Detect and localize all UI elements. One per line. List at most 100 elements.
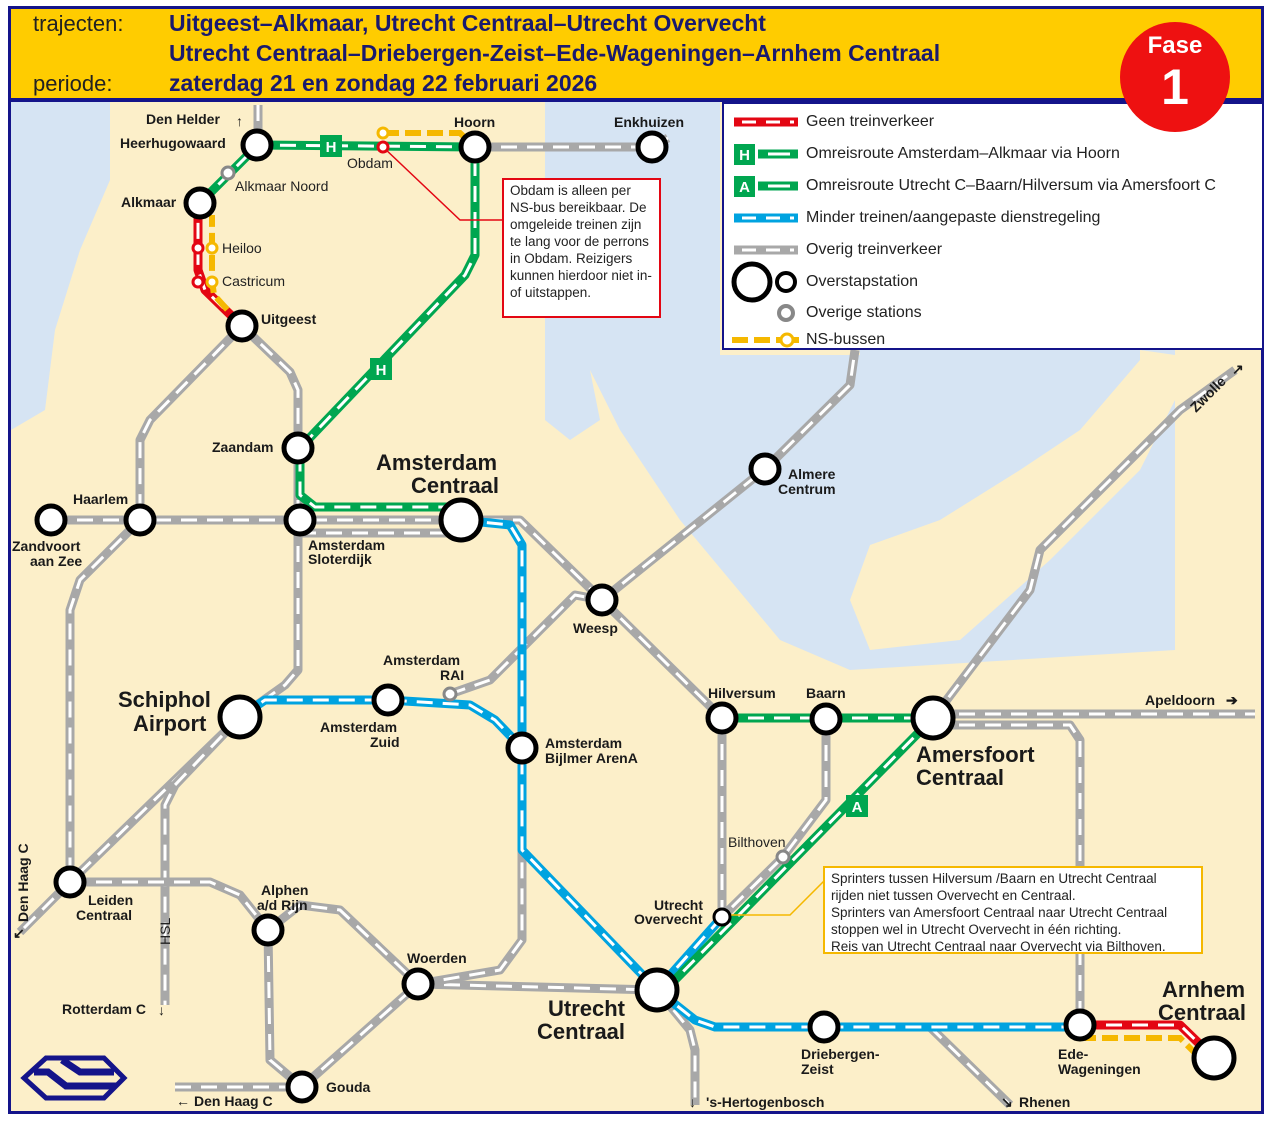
- legend-item: Omreisroute Amsterdam–Alkmaar via Hoorn: [806, 145, 1120, 162]
- label-apeldoorn: Apeldoorn: [1145, 692, 1215, 708]
- label-woerden: Woerden: [407, 950, 467, 966]
- label-zandvoort-2: aan Zee: [30, 553, 82, 569]
- station-driebergen: [807, 1010, 841, 1044]
- label-heerhugowaard: Heerhugowaard: [120, 135, 226, 151]
- header-banner: trajecten: Uitgeest–Alkmaar, Utrecht Cen…: [8, 6, 1264, 102]
- station-obdam: [376, 140, 390, 154]
- bus-ede-arnhem: [1080, 1035, 1203, 1061]
- label-weesp: Weesp: [573, 620, 618, 636]
- label-sloterdijk-2: Sloterdijk: [308, 551, 372, 567]
- arrow-right-icon: ➔: [1226, 692, 1238, 708]
- label-amsterdam-c: Amsterdam: [376, 450, 497, 475]
- station-alphen: [251, 913, 285, 947]
- route-uitgeest-zaandam: [238, 322, 303, 448]
- label-alphen: Alphen: [261, 882, 308, 898]
- station-amsterdam-zuid: [371, 683, 405, 717]
- label-gouda: Gouda: [326, 1079, 371, 1095]
- markermeer: [545, 300, 620, 440]
- station-alkmaar: [183, 186, 217, 220]
- station-woerden: [401, 967, 435, 1001]
- legend-bus-icon: [732, 332, 799, 348]
- ij-water: [545, 100, 1175, 670]
- legend-item: Overige stations: [806, 304, 922, 321]
- phase-badge: Fase 1: [1120, 22, 1230, 132]
- label-zuid-2: Zuid: [370, 734, 400, 750]
- legend: H A Geen treinverkeer Omreisroute Amster…: [722, 102, 1264, 350]
- station-enkhuizen: [635, 130, 669, 164]
- route-amersfoort-zwolle-dash: [931, 368, 1236, 719]
- station-heiloo-bus: [205, 241, 219, 255]
- route-driebergen-rhenen-dash: [928, 1025, 1012, 1107]
- route-haarlem-leiden: [65, 516, 144, 882]
- route-detour-h-dash: [198, 143, 477, 509]
- route-amsterdam-utrecht-blue-dash: [460, 518, 659, 992]
- station-amersfoort: [910, 695, 956, 741]
- arrow-down-icon-2: ↓: [689, 1094, 696, 1110]
- label-driebergen: Driebergen-: [801, 1046, 880, 1062]
- label-den-haag-c-gouda: Den Haag C: [194, 1093, 273, 1109]
- label-heiloo: Heiloo: [222, 240, 262, 256]
- route-hsl-dash: [163, 715, 242, 1005]
- legend-item: Overstapstation: [806, 273, 919, 290]
- station-alkmaar-noord: [220, 165, 236, 181]
- station-labels: Den Helder ↑ Heerhugowaard Obdam Hoorn E…: [12, 111, 1246, 1110]
- station-rai: [442, 686, 458, 702]
- station-castricum: [191, 275, 205, 289]
- route-utrecht-den-bosch-dash: [655, 989, 697, 1105]
- label-hoorn: Hoorn: [454, 114, 495, 130]
- station-amsterdam-centraal: [438, 497, 484, 543]
- label-leiden: Leiden: [88, 892, 133, 908]
- label-zaandam: Zaandam: [212, 439, 273, 455]
- label-utrecht: Utrecht: [548, 996, 626, 1021]
- route-detour-a-utrecht-amersfoort-dash: [663, 716, 935, 992]
- route-utrecht-ede-blue-dash: [656, 988, 1080, 1029]
- station-zandvoort: [34, 503, 68, 537]
- route-alphen-woerden-dash: [267, 903, 420, 986]
- label-alphen-2: a/d Rijn: [257, 897, 308, 913]
- label-ede: Ede-: [1058, 1046, 1089, 1062]
- label-overvecht: Utrecht: [654, 897, 703, 913]
- badge-h-2: H: [370, 358, 392, 380]
- north-sea: [11, 100, 110, 430]
- label-den-helder: Den Helder: [146, 111, 220, 127]
- legend-other-station-icon: [777, 304, 795, 322]
- ns-logo: [20, 1055, 128, 1101]
- label-rotterdam: Rotterdam C: [62, 1001, 146, 1017]
- label-sloterdijk: Amsterdam: [308, 537, 385, 553]
- label-bilthoven: Bilthoven: [728, 834, 786, 850]
- label-hsl: HSL: [157, 918, 173, 945]
- station-heerhugowaard: [240, 128, 274, 162]
- trajecten-label: trajecten:: [33, 11, 124, 36]
- station-ede: [1063, 1008, 1097, 1042]
- trajecten-line-1: Uitgeest–Alkmaar, Utrecht Centraal–Utrec…: [169, 10, 766, 36]
- label-ede-2: Wageningen: [1058, 1061, 1141, 1077]
- label-baarn: Baarn: [806, 685, 846, 701]
- station-bilthoven: [775, 849, 791, 865]
- label-hilversum: Hilversum: [708, 685, 776, 701]
- station-arnhem: [1191, 1035, 1237, 1081]
- station-schiphol: [217, 694, 263, 740]
- arrow-se-icon: ↘: [1001, 1094, 1013, 1110]
- station-obdam-bus: [376, 126, 390, 140]
- svg-text:A: A: [852, 799, 863, 816]
- label-rhenen: Rhenen: [1019, 1094, 1070, 1110]
- badge-a: A: [846, 795, 868, 817]
- note-line: rijden niet tussen Overvecht en Centraal…: [831, 888, 1076, 903]
- label-uitgeest: Uitgeest: [261, 311, 317, 327]
- bus-uitgeest-alkmaar: [209, 215, 245, 329]
- stations: [34, 126, 1237, 1104]
- route-weesp-hilversum-dash: [600, 598, 724, 720]
- svg-text:A: A: [739, 179, 750, 196]
- label-almere: Almere: [788, 466, 836, 482]
- route-amsterdam-weesp-dash: [461, 518, 604, 602]
- legend-item: Overig treinverkeer: [806, 241, 943, 258]
- station-leiden: [53, 865, 87, 899]
- route-gouda-woerden: [299, 980, 421, 1091]
- legend-symbols: H A: [731, 117, 799, 348]
- label-bijlmer: Amsterdam: [545, 735, 622, 751]
- overvecht-callout-line: [730, 879, 826, 916]
- label-amersfoort-2: Centraal: [916, 765, 1004, 790]
- route-sloterdijk-schiphol: [237, 520, 303, 721]
- label-obdam: Obdam: [347, 155, 393, 171]
